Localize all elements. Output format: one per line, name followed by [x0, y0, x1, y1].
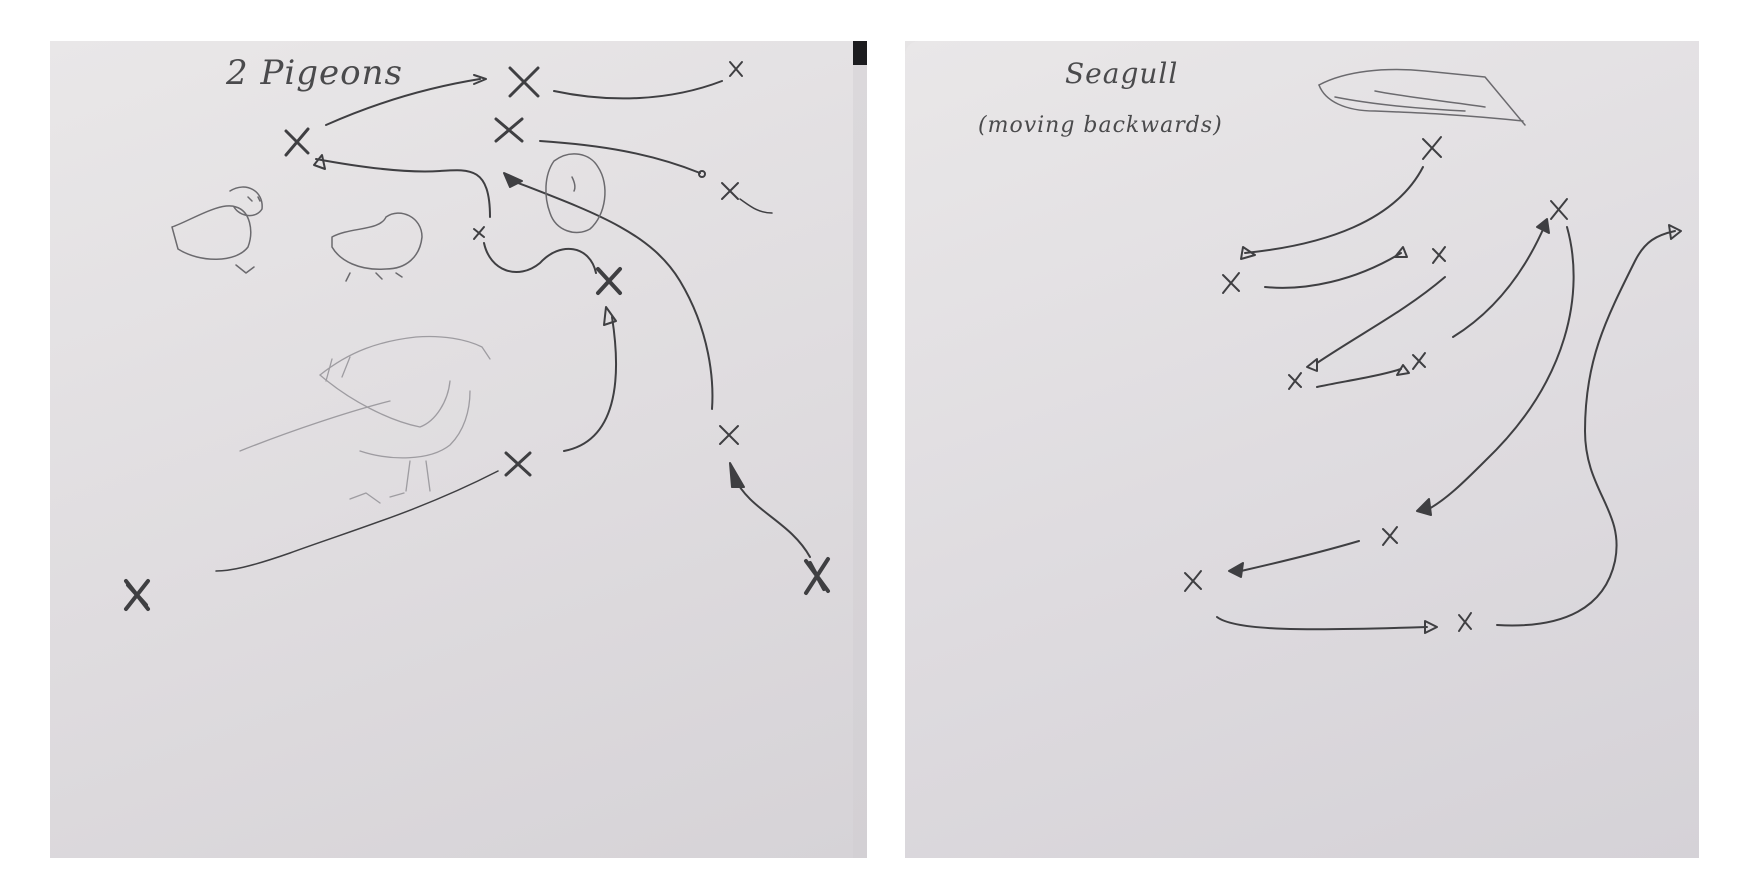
left-pencil-sketch	[124, 61, 830, 611]
pigeon-doodle	[545, 153, 606, 234]
flight-path	[1452, 224, 1546, 338]
arrow-head	[1416, 498, 1432, 516]
flight-path	[507, 178, 714, 410]
arrow-head	[1424, 620, 1438, 634]
bird-sketch	[239, 335, 491, 504]
x-marker	[124, 579, 150, 611]
arrow-head	[729, 462, 745, 488]
right-sketch-photo: Seagull (moving backwards)	[905, 41, 1699, 858]
x-marker	[504, 451, 532, 477]
flight-path	[483, 242, 597, 274]
flight-path	[325, 78, 481, 126]
flight-path	[1264, 252, 1402, 289]
arrow-head	[1240, 246, 1256, 260]
flight-path	[1316, 276, 1446, 364]
arrow-head	[1306, 358, 1318, 372]
x-marker	[721, 182, 739, 200]
flight-path	[1244, 166, 1424, 254]
seagull-doodle	[1318, 68, 1526, 126]
flight-path	[553, 80, 723, 100]
x-marker	[1458, 612, 1472, 632]
x-marker	[1432, 246, 1446, 264]
arrow-head	[1394, 246, 1408, 258]
flight-path	[1216, 616, 1428, 631]
x-marker	[1422, 136, 1442, 160]
flight-path	[539, 140, 701, 174]
arrow-head	[313, 154, 326, 170]
right-page-subtitle: (moving backwards)	[978, 113, 1223, 138]
x-marker	[1550, 198, 1568, 220]
arrow-head	[503, 172, 523, 188]
arrow-head	[1228, 562, 1244, 578]
x-marker	[284, 127, 310, 157]
arrow-head	[1536, 218, 1550, 234]
flight-path	[215, 470, 499, 572]
right-pencil-sketch	[1184, 68, 1682, 634]
x-marker	[1184, 570, 1202, 592]
arrow-head	[473, 74, 487, 85]
flight-path	[1424, 226, 1575, 512]
x-marker	[473, 226, 485, 240]
right-page-title: Seagull	[1065, 57, 1179, 90]
left-sketch-photo: 2 Pigeons	[50, 41, 867, 858]
left-page-title: 2 Pigeons	[226, 53, 403, 93]
arrow-head	[1668, 224, 1682, 240]
x-marker	[1382, 526, 1398, 546]
pigeon-doodle	[331, 212, 423, 282]
arrow-head	[603, 306, 617, 326]
x-marker	[596, 267, 622, 295]
flight-path	[315, 158, 491, 218]
path-end-dot	[698, 170, 706, 178]
flight-path	[1316, 368, 1402, 388]
pigeon-doodle	[171, 186, 263, 274]
x-marker	[719, 425, 739, 445]
x-marker	[494, 117, 524, 143]
left-notebook-page	[50, 41, 853, 858]
right-notebook-page	[905, 41, 1699, 858]
flight-path	[1496, 230, 1676, 627]
arrow-head	[1396, 364, 1410, 376]
x-marker	[1222, 272, 1240, 294]
x-marker	[804, 557, 830, 595]
flight-path	[733, 476, 811, 558]
x-marker	[508, 66, 540, 98]
flight-path	[563, 316, 617, 452]
flight-path	[1240, 540, 1360, 572]
flight-path	[739, 198, 773, 214]
x-marker	[729, 61, 743, 77]
x-marker	[1288, 372, 1302, 390]
x-marker	[1412, 352, 1426, 370]
